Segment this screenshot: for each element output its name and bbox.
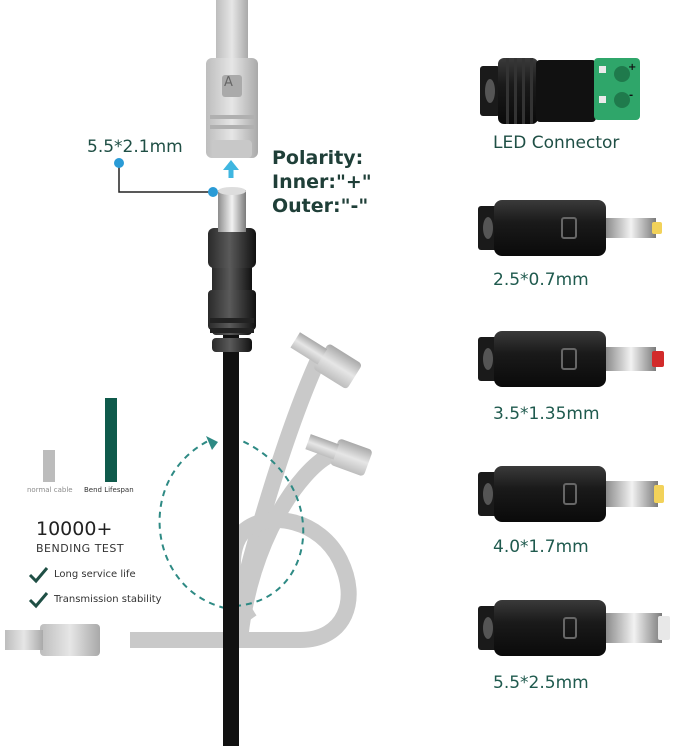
check-icon: [28, 592, 49, 609]
led-connector: [480, 58, 640, 124]
normal-cable-label: normal cable: [27, 486, 73, 494]
adapter-tip-1: [652, 222, 662, 234]
bend-lifespan-bar: [105, 398, 117, 482]
adapter-2: [478, 331, 664, 387]
led-connector-label: LED Connector: [493, 133, 620, 153]
dc-size-label: 5.5*2.1mm: [87, 137, 183, 157]
adapter-size-label: 3.5*1.35mm: [493, 404, 600, 424]
plug-marker-label: A: [224, 75, 233, 90]
adapter-size-label: 2.5*0.7mm: [493, 270, 589, 290]
adapter-tip-2: [652, 351, 664, 367]
adapter-4: [478, 600, 670, 656]
main-dc-plug: [208, 187, 256, 746]
ghost-cable: [5, 332, 372, 656]
polarity-outer: Outer:"-": [272, 195, 369, 217]
insert-arrow-icon: [223, 160, 239, 178]
feature-item: Transmission stability: [54, 594, 162, 605]
adapter-3: [478, 466, 664, 522]
bend-arrow-dashed: [158, 439, 237, 611]
polarity-inner: Inner:"+": [272, 171, 372, 193]
adapter-size-label: 4.0*1.7mm: [493, 537, 589, 557]
bending-count: 10000+: [36, 518, 113, 540]
ghost-top-plug: [206, 0, 258, 158]
adapter-tip-3: [654, 485, 664, 503]
adapter-size-label: 5.5*2.5mm: [493, 673, 589, 693]
arrow-head-icon: [206, 436, 218, 450]
adapter-1: [478, 200, 662, 256]
polarity-title: Polarity:: [272, 147, 364, 169]
bending-test-label: BENDING TEST: [36, 542, 125, 555]
feature-item: Long service life: [54, 569, 136, 580]
terminal-minus-sign: -: [629, 90, 634, 101]
adapter-tip-4: [658, 616, 670, 640]
terminal-plus-sign: +: [628, 62, 637, 73]
bend-lifespan-label: Bend Lifespan: [84, 486, 134, 494]
check-icon: [28, 567, 49, 584]
dimension-leader: [114, 158, 218, 197]
normal-cable-bar: [43, 450, 55, 482]
